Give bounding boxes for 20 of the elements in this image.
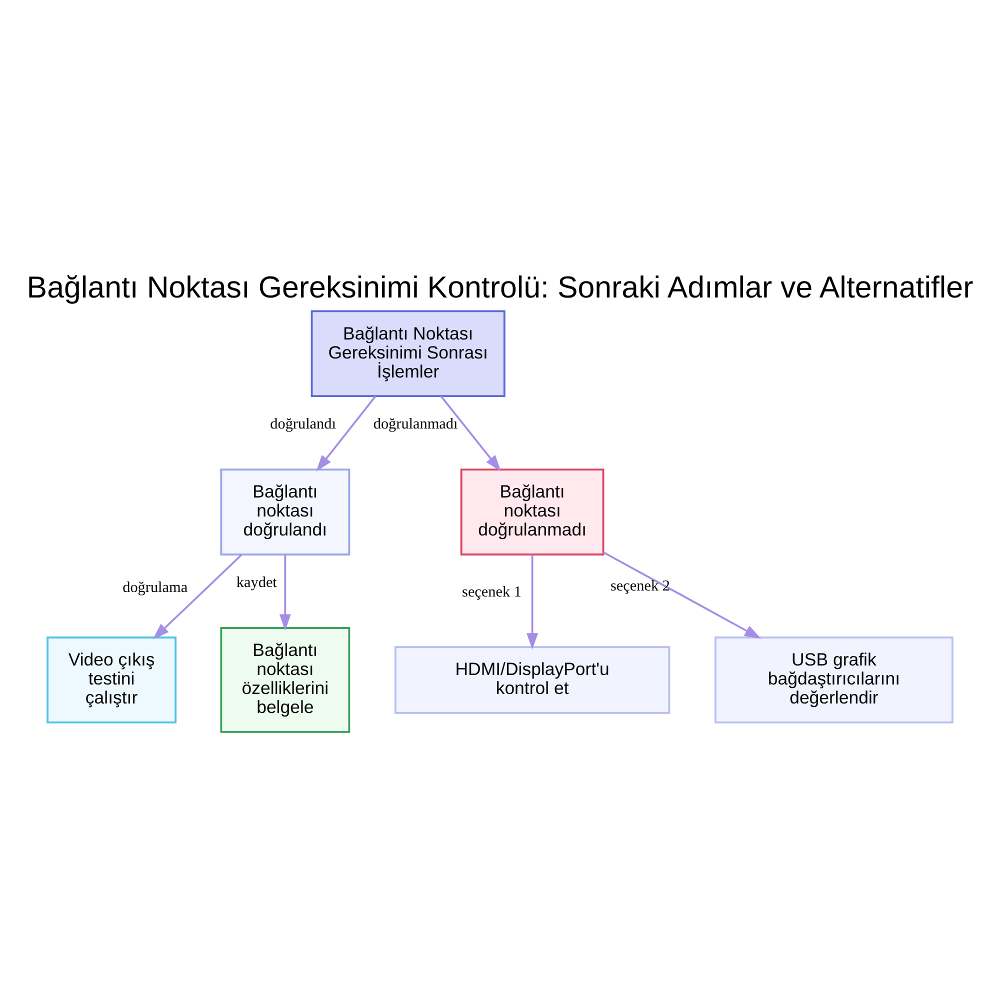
node-box: Bağlantı noktası doğrulandı	[220, 468, 350, 556]
node-box: Video çıkış testini çalıştır	[46, 636, 176, 724]
edge-label: seçenek 2	[610, 577, 670, 594]
node-box: HDMI/DisplayPort'u kontrol et	[394, 646, 670, 714]
edge-label: kaydet	[236, 574, 277, 591]
node-box: Bağlantı noktası doğrulanmadı	[460, 468, 604, 556]
diagram-title: Bağlantı Noktası Gereksinimi Kontrolü: Sonraki Adımlar ve Alternatifler	[26, 270, 974, 304]
node-box: Bağlantı noktası özelliklerini belgele	[220, 627, 350, 733]
edge-label: doğrulanmadı	[373, 415, 458, 432]
edge-label: doğrulandı	[270, 415, 336, 432]
arrow	[152, 554, 242, 640]
node-box: Bağlantı Noktası Gereksinimi Sonrası İşlemler	[310, 310, 506, 398]
node-box: USB grafik bağdaştırıcılarını değerlendir	[714, 636, 954, 724]
arrow	[440, 396, 501, 472]
edge-label: doğrulama	[122, 578, 188, 596]
arrow	[526, 554, 538, 650]
arrow	[316, 396, 376, 472]
edge-label: seçenek 1	[462, 583, 522, 600]
arrow	[279, 554, 291, 631]
arrow	[602, 551, 762, 639]
